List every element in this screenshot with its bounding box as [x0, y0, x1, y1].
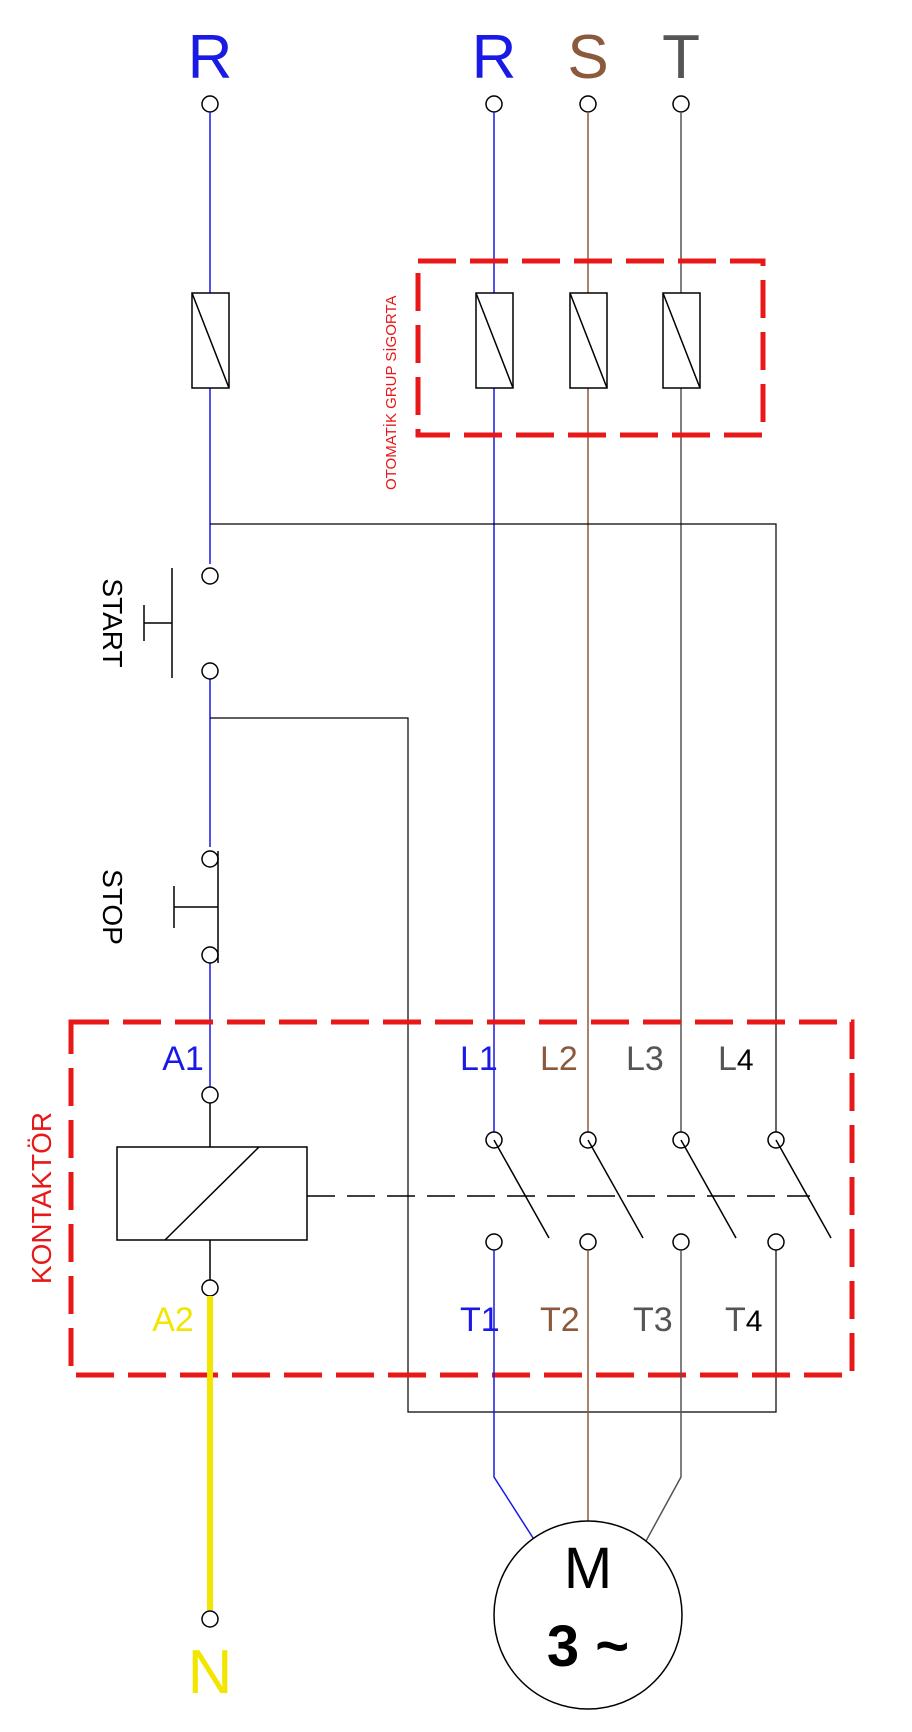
- coil-terminal-a1: [201, 1086, 219, 1104]
- motor-symbol: [493, 1520, 683, 1710]
- fuse-r-diagonal: [475, 292, 514, 389]
- supply-terminals: [201, 95, 690, 113]
- coil-terminal-a2: [201, 1279, 219, 1297]
- motor-letter: M: [564, 1536, 612, 1601]
- phase-s-label: S: [567, 23, 608, 92]
- terminal-t4-label: T4: [725, 1301, 762, 1339]
- coil-a2-label: A2: [152, 1301, 194, 1339]
- fuse-s-diagonal: [569, 292, 608, 389]
- coil-a1-label: A1: [162, 1040, 204, 1078]
- l4-supply-wire: [210, 523, 777, 1132]
- stop-button: STOP: [97, 850, 219, 964]
- coil-diagonal: [164, 1146, 260, 1241]
- contact-blade-1: [493, 1139, 550, 1239]
- phase-fuses: [475, 292, 701, 389]
- motor-phase-type: 3 ~: [547, 1614, 629, 1679]
- stop-terminal-bottom: [201, 946, 219, 964]
- terminal-t2-label: T2: [540, 1301, 580, 1339]
- contact-blade-2: [587, 1139, 644, 1239]
- neutral-label: N: [188, 1638, 233, 1707]
- motor-lead-w: [645, 1250, 682, 1542]
- motor-lead-u: [493, 1250, 536, 1542]
- main-contacts: [485, 1131, 832, 1251]
- terminal-s: [579, 95, 597, 113]
- stop-terminal-top: [201, 850, 219, 868]
- start-terminal-bottom: [201, 662, 219, 680]
- contactor-box: [68, 1019, 855, 1378]
- contactor-label: KONTAKTÖR: [26, 1112, 57, 1284]
- fuse-group-box: [415, 258, 766, 438]
- stop-label: STOP: [97, 869, 128, 945]
- terminal-neutral: [201, 1610, 219, 1628]
- fuse-t-diagonal: [662, 292, 701, 389]
- phase-t-label: T: [662, 23, 700, 92]
- contact-t3-bottom: [672, 1233, 690, 1251]
- contact-t2-bottom: [579, 1233, 597, 1251]
- terminal-t3-label: T3: [633, 1301, 673, 1339]
- control-phase-label: R: [188, 23, 233, 92]
- terminal-l2-label: L2: [540, 1040, 578, 1078]
- contact-t4-bottom: [767, 1233, 785, 1251]
- terminal-l4-label: L4: [718, 1040, 754, 1078]
- control-fuse-diagonal: [191, 292, 230, 389]
- terminal-l3-label: L3: [626, 1040, 664, 1078]
- start-terminal-top: [201, 567, 219, 585]
- terminal-control-r: [201, 95, 219, 113]
- contact-t1-bottom: [485, 1233, 503, 1251]
- contact-blade-3: [680, 1139, 737, 1239]
- terminal-t: [672, 95, 690, 113]
- terminal-r: [485, 95, 503, 113]
- contact-blade-4: [775, 1139, 832, 1239]
- terminal-t1-label: T1: [460, 1301, 500, 1339]
- terminal-l1-label: L1: [460, 1040, 498, 1078]
- phase-r-label: R: [472, 23, 517, 92]
- holding-contact-wire: [210, 717, 777, 1413]
- start-label: START: [97, 578, 128, 667]
- fuse-group-label: OTOMATİK GRUP SİGORTA: [382, 296, 400, 490]
- start-button: START: [97, 567, 219, 680]
